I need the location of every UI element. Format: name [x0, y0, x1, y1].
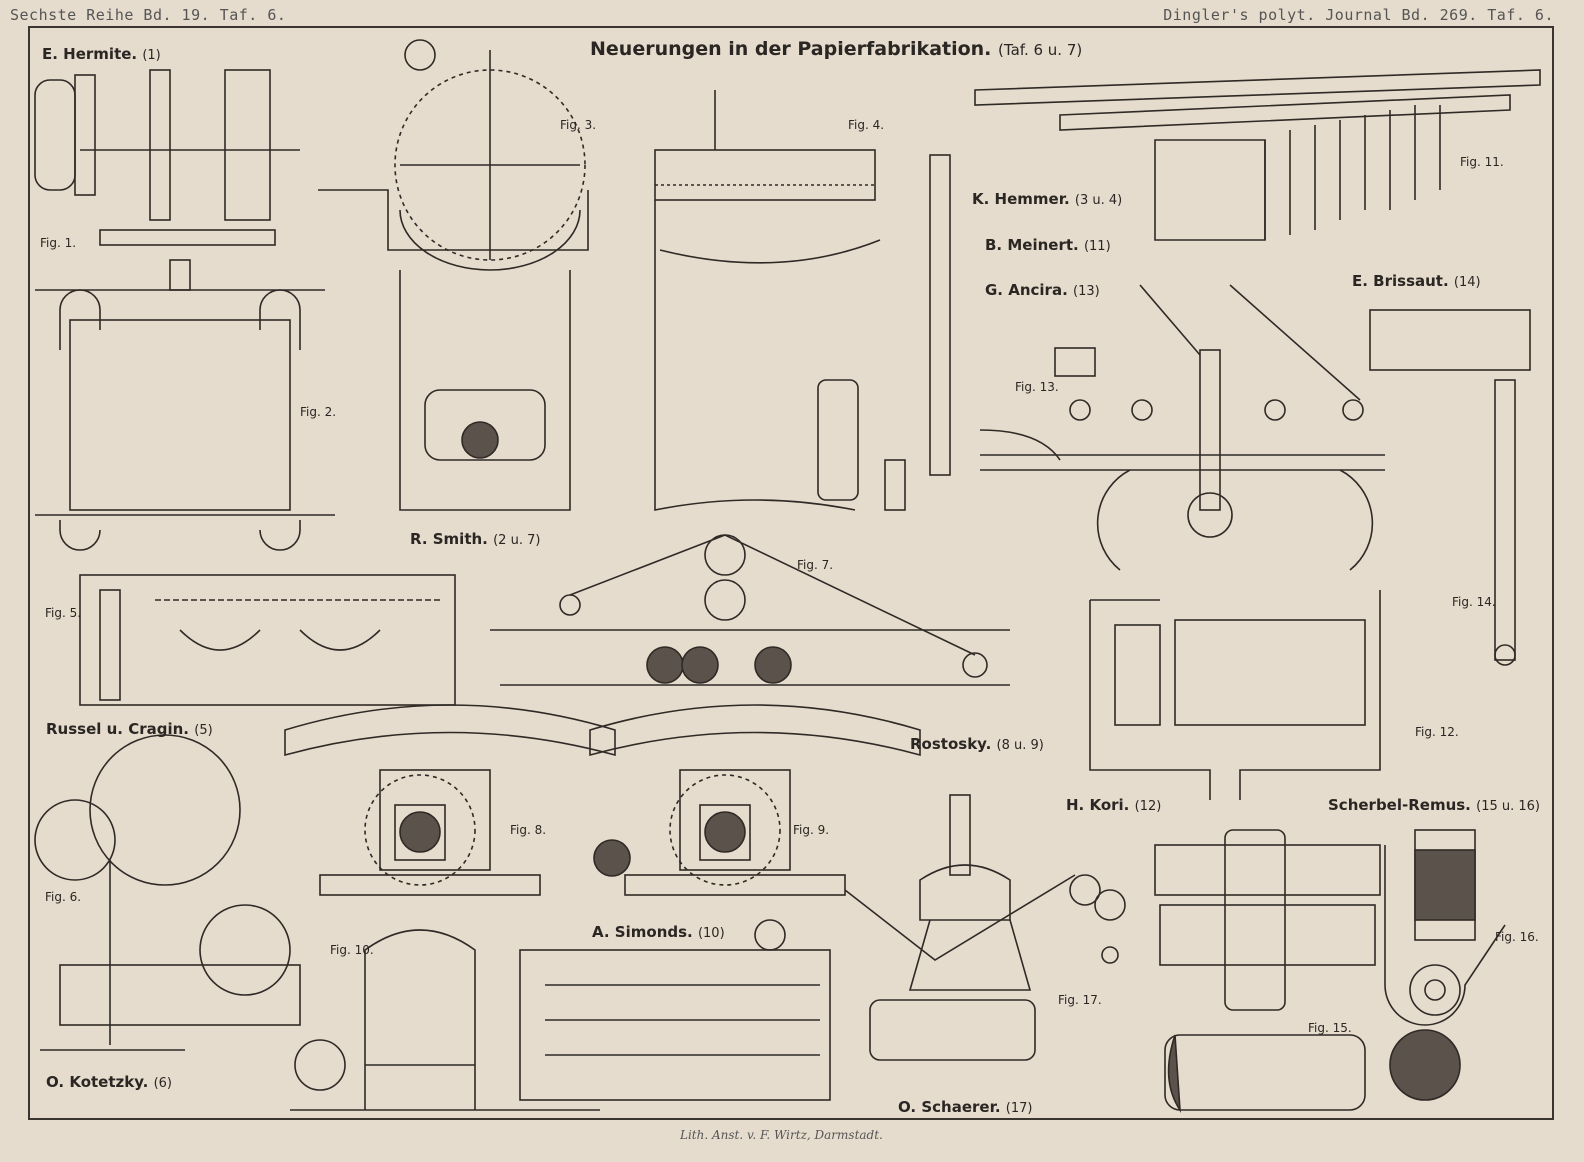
fig16-drawing [1384, 829, 1506, 1101]
inventor-ref: (12) [1134, 799, 1162, 814]
figure-label: Fig. 10. [330, 943, 374, 957]
header-right: Dingler's polyt. Journal Bd. 269. Taf. 6… [1163, 6, 1554, 24]
inventor-label: O. Schaerer. (17) [898, 1098, 1032, 1116]
figure-label: Fig. 1. [40, 236, 77, 250]
inventor-name: Russel u. Cragin. [46, 720, 190, 738]
inventor-label: K. Hemmer. (3 u. 4) [972, 190, 1122, 208]
figure-label: Fig. 12. [1415, 725, 1459, 739]
figure-label: Fig. 8. [510, 823, 547, 837]
inventor-name: A. Simonds. [592, 923, 693, 941]
inventor-ref: (5) [194, 723, 213, 738]
inventor-label: Rostosky. (8 u. 9) [910, 735, 1044, 753]
inventor-label: B. Meinert. (11) [985, 236, 1111, 254]
inventor-label: O. Kotetzky. (6) [46, 1073, 172, 1091]
inventor-name: R. Smith. [410, 530, 488, 548]
fig6-drawing [34, 734, 301, 1051]
header-left: Sechste Reihe Bd. 19. Taf. 6. [10, 6, 287, 24]
inventor-label: A. Simonds. (10) [592, 923, 725, 941]
inventor-ref: (1) [142, 48, 161, 63]
fig1-drawing [34, 69, 300, 246]
inventor-name: E. Hermite. [42, 45, 138, 63]
figure-label: Fig. 2. [300, 405, 337, 419]
inventor-name: Scherbel-Remus. [1328, 796, 1471, 814]
fig11-drawing [974, 69, 1541, 241]
figure-label: Fig. 3. [560, 118, 597, 132]
figure-label: Fig. 5. [45, 606, 82, 620]
inventor-name: O. Kotetzky. [46, 1073, 149, 1091]
inventor-ref: (13) [1073, 284, 1100, 299]
fig17-drawing [844, 794, 1126, 1061]
fig9-drawing [589, 704, 921, 896]
fig3-drawing [318, 39, 589, 511]
inventor-name: B. Meinert. [985, 236, 1079, 254]
inventor-ref: (6) [153, 1076, 172, 1091]
figure-label: Fig. 13. [1015, 380, 1059, 394]
title-ref: (Taf. 6 u. 7) [998, 41, 1083, 59]
inventor-name: G. Ancira. [985, 281, 1068, 299]
figure-label: Fig. 15. [1308, 1021, 1352, 1035]
fig2-drawing [35, 259, 335, 551]
figure-label: Fig. 14. [1452, 595, 1496, 609]
figure-label: Fig. 7. [797, 558, 834, 572]
plate-frame [28, 26, 1554, 1120]
inventor-label: R. Smith. (2 u. 7) [410, 530, 540, 548]
inventor-label: H. Kori. (12) [1066, 796, 1161, 814]
inventor-ref: (2 u. 7) [493, 533, 541, 548]
inventor-ref: (14) [1453, 275, 1481, 290]
fig14-drawing [1369, 309, 1531, 666]
figure-label: Fig. 4. [848, 118, 885, 132]
fig12-drawing [1089, 590, 1381, 800]
figure-label: Fig. 9. [793, 823, 830, 837]
fig7-drawing [490, 534, 1010, 686]
fig15-drawing [1154, 829, 1381, 1113]
figure-label: Fig. 6. [45, 890, 82, 904]
inventor-ref: (17) [1005, 1101, 1033, 1116]
figure-label: Fig. 16. [1495, 930, 1539, 944]
lithographer-credit: Lith. Anst. v. F. Wirtz, Darmstadt. [680, 1128, 883, 1142]
inventor-name: H. Kori. [1066, 796, 1130, 814]
fig4-drawing [654, 90, 951, 511]
fig13-drawing [979, 284, 1385, 571]
inventor-ref: (3 u. 4) [1074, 193, 1123, 208]
inventor-name: Rostosky. [910, 735, 992, 753]
inventor-label: G. Ancira. (13) [985, 281, 1100, 299]
inventor-label: Russel u. Cragin. (5) [46, 720, 213, 738]
fig8-drawing [284, 704, 616, 896]
fig5-drawing [79, 574, 456, 706]
inventor-ref: (10) [697, 926, 725, 941]
inventor-label: Scherbel-Remus. (15 u. 16) [1328, 796, 1540, 814]
figure-label: Fig. 17. [1058, 993, 1102, 1007]
inventor-name: E. Brissaut. [1352, 272, 1449, 290]
figure-label: Fig. 11. [1460, 155, 1504, 169]
inventor-ref: (8 u. 9) [996, 738, 1044, 753]
plate-title: Neuerungen in der Papierfabrikation. (Ta… [590, 38, 1082, 60]
fig10-drawing [290, 919, 831, 1111]
inventor-label: E. Brissaut. (14) [1352, 272, 1481, 290]
inventor-ref: (15 u. 16) [1476, 799, 1540, 814]
title-text: Neuerungen in der Papierfabrikation. [590, 38, 992, 60]
inventor-name: K. Hemmer. [972, 190, 1070, 208]
inventor-name: O. Schaerer. [898, 1098, 1001, 1116]
inventor-ref: (11) [1083, 239, 1111, 254]
inventor-label: E. Hermite. (1) [42, 45, 161, 63]
